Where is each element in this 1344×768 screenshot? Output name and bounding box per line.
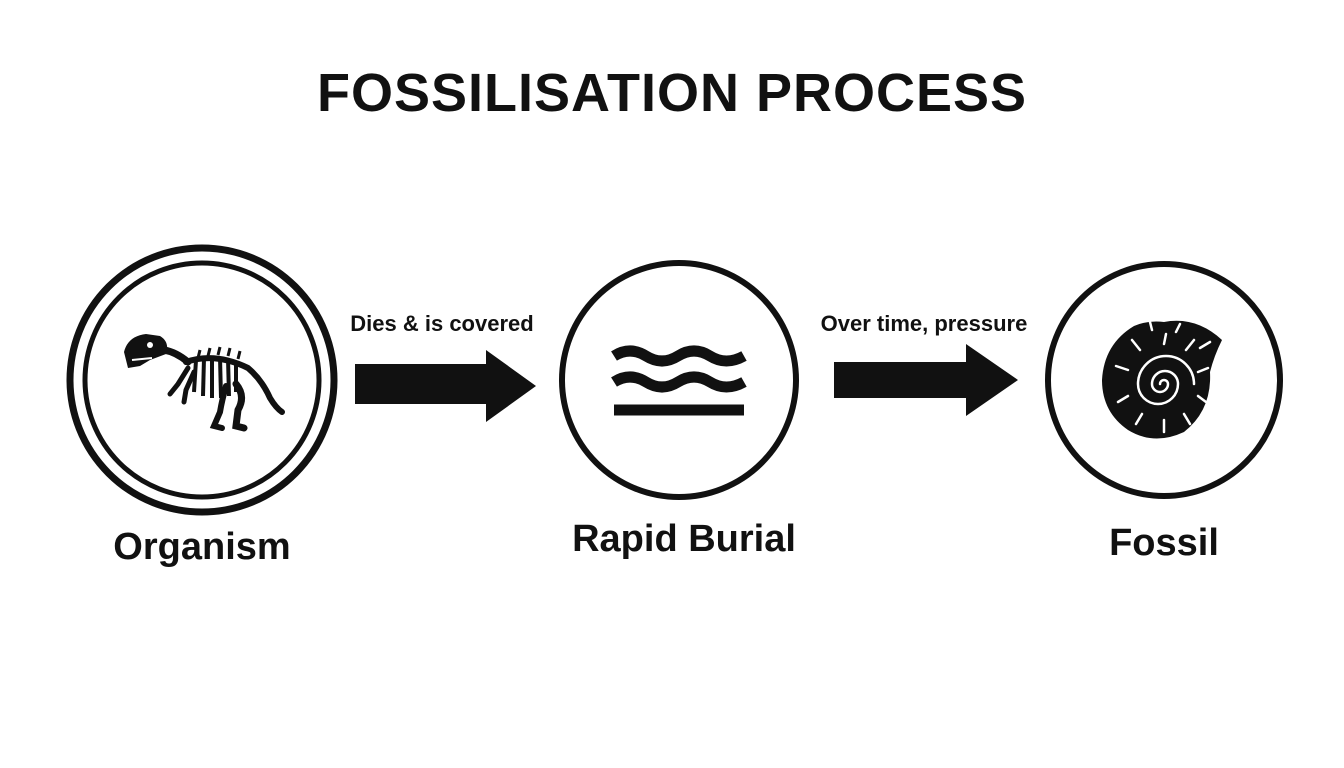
step-rapid-burial xyxy=(559,260,799,500)
step-label-organism: Organism xyxy=(113,526,291,568)
step-organism xyxy=(66,244,338,516)
step-fossil xyxy=(1045,261,1283,499)
arrow-1 xyxy=(355,350,536,422)
arrow-1-label: Dies & is covered xyxy=(350,311,534,336)
arrow-2-label: Over time, pressure xyxy=(820,311,1028,336)
ammonite-icon xyxy=(1102,320,1222,439)
sediment-layers-icon xyxy=(611,345,747,416)
step-label-fossil: Fossil xyxy=(1109,522,1219,564)
dinosaur-skeleton-icon xyxy=(124,334,285,432)
page-title: FOSSILISATION PROCESS xyxy=(316,63,1028,123)
step-label-rapid-burial: Rapid Burial xyxy=(572,518,796,560)
arrow-2 xyxy=(834,344,1018,416)
